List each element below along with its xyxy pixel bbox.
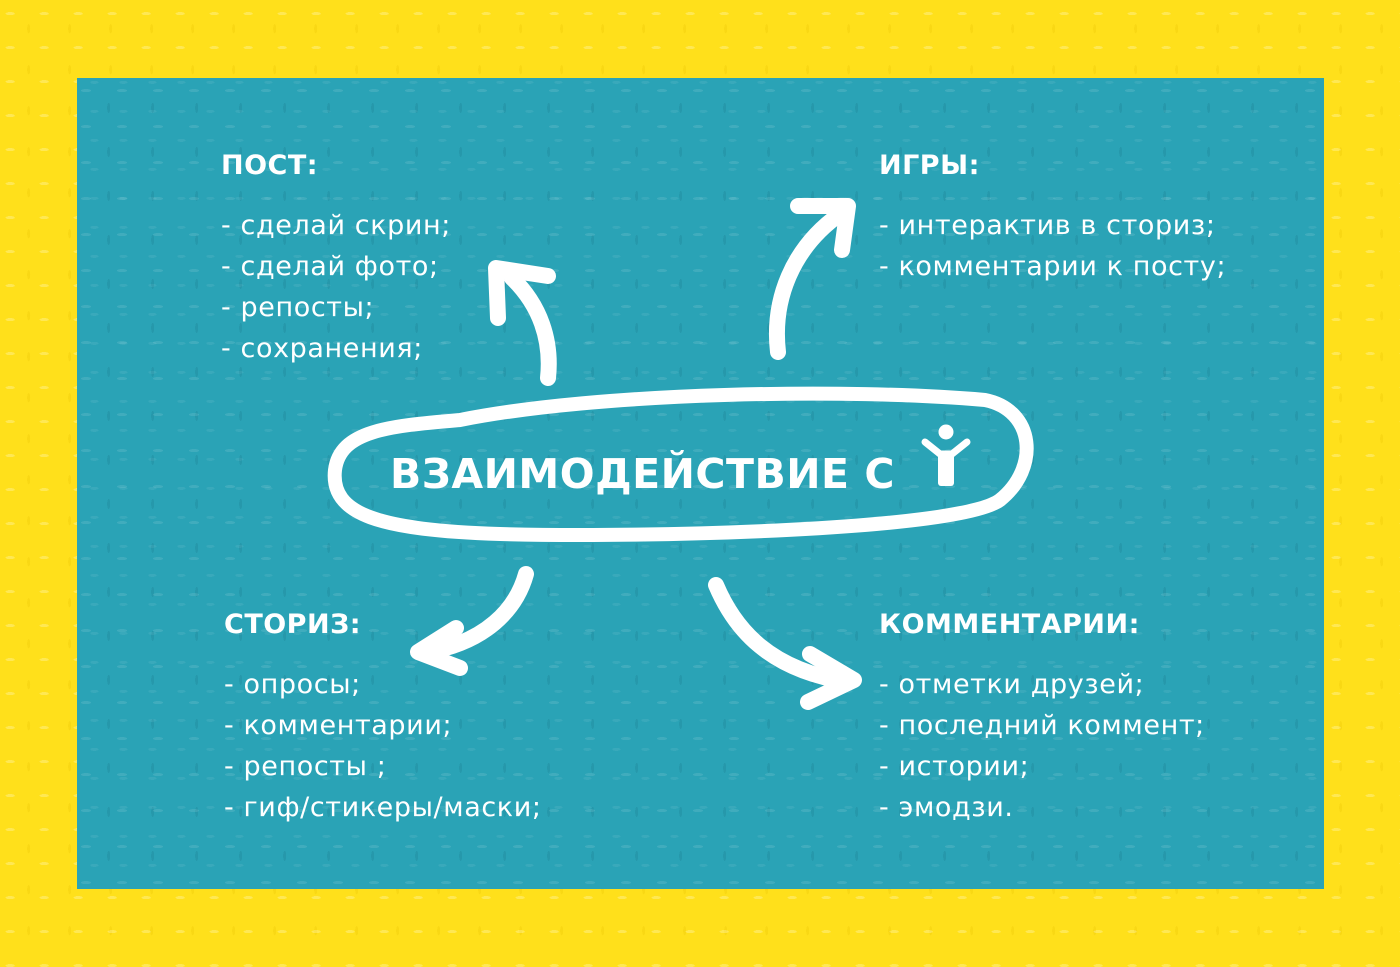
list-item: - интерактив в сториз;: [879, 210, 1216, 241]
list-item: - истории;: [879, 751, 1030, 782]
section-list-games: - интерактив в сториз; - комментарии к п…: [879, 205, 1226, 287]
list-item: - комментарии к посту;: [879, 251, 1227, 282]
list-item: - сохранения;: [221, 333, 423, 364]
section-title-games: ИГРЫ:: [879, 150, 980, 181]
arrow-to-stories: [420, 566, 534, 660]
arrow-to-comments: [708, 577, 856, 690]
list-item: - сделай скрин;: [221, 210, 451, 241]
section-title-post: ПОСТ:: [221, 150, 319, 181]
list-item: - гиф/стикеры/маски;: [224, 792, 542, 823]
center-oval: [327, 386, 1034, 542]
list-item: - последний коммент;: [879, 710, 1205, 741]
arrow-to-post: [504, 270, 557, 386]
section-list-post: - сделай скрин; - сделай фото; - репосты…: [221, 205, 451, 369]
arrow-to-games: [769, 206, 848, 360]
list-item: - сделай фото;: [221, 251, 439, 282]
arrow-to-comments-head: [800, 646, 862, 710]
list-item: - опросы;: [224, 669, 361, 700]
list-item: - комментарии;: [224, 710, 453, 741]
arrow-to-stories-head: [410, 620, 468, 676]
center-title: ВЗАИМОДЕЙСТВИЕ С: [390, 450, 895, 498]
list-item: - репосты;: [221, 292, 375, 323]
teal-panel: [77, 78, 1324, 889]
section-list-comments: - отметки друзей; - последний коммент; -…: [879, 664, 1205, 828]
section-title-stories: СТОРИЗ:: [224, 609, 362, 640]
list-item: - отметки друзей;: [879, 669, 1145, 700]
person-icon: [921, 424, 971, 486]
arrow-to-post-head: [488, 260, 556, 326]
section-title-comments: КОММЕНТАРИИ:: [879, 609, 1140, 640]
list-item: - эмодзи.: [879, 792, 1014, 823]
section-list-stories: - опросы; - комментарии; - репосты ; - г…: [224, 664, 542, 828]
list-item: - репосты ;: [224, 751, 387, 782]
arrow-to-games-head: [790, 198, 856, 258]
